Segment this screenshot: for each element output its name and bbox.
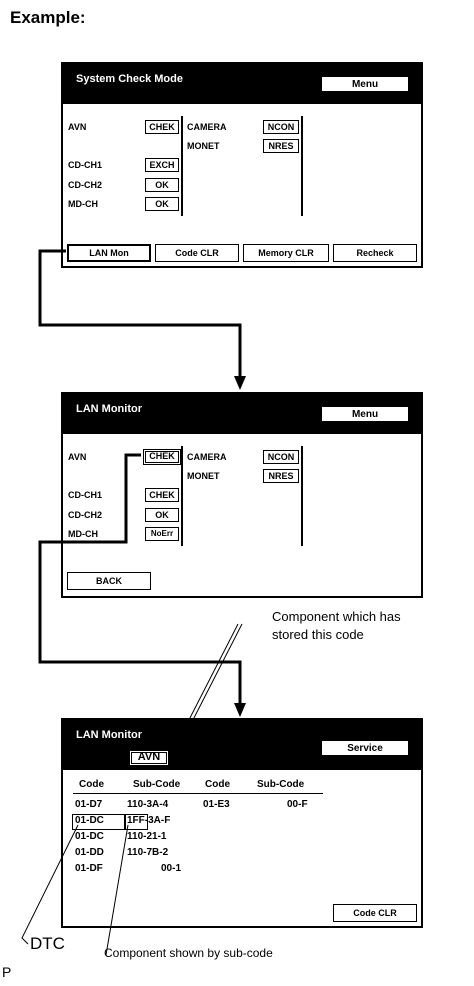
row-2-sub-code: 1FF-3A-F [127,815,171,826]
leader-component-stored [169,623,239,758]
header-underline [73,793,323,794]
example-heading: Example: [10,8,86,27]
menu-button[interactable]: Menu [321,76,409,92]
status-cd-ch2[interactable]: OK [145,508,179,522]
label-md-ch: MD-CH [68,199,98,209]
label-avn: AVN [68,452,87,462]
row-1-code-2: 01-E3 [203,799,230,810]
recheck-button[interactable]: Recheck [333,244,417,262]
header-code-2: Code [205,779,230,790]
header-sub-code-2: Sub-Code [257,779,305,790]
status-avn[interactable]: CHEK [145,120,179,134]
header-sub-code: Sub-Code [133,779,181,790]
column-divider [181,446,183,546]
code-clr-button[interactable]: Code CLR [155,244,239,262]
service-button[interactable]: Service [321,740,409,756]
status-monet[interactable]: NRES [263,139,299,153]
label-camera: CAMERA [187,452,227,462]
panel-header: LAN Monitor Menu [63,394,421,434]
label-avn: AVN [68,122,87,132]
status-camera[interactable]: NCON [263,120,299,134]
label-cd-ch1: CD-CH1 [68,490,103,500]
label-monet: MONET [187,141,220,151]
label-cd-ch2: CD-CH2 [68,180,103,190]
column-divider [181,116,183,216]
arrowhead-2 [234,703,246,717]
panel-title: LAN Monitor [76,729,142,741]
panel-title: LAN Monitor [76,403,142,415]
leader-component-stored-2 [173,623,243,758]
row-1-sub-code: 110-3A-4 [127,799,169,810]
status-cd-ch2[interactable]: OK [145,178,179,192]
status-camera[interactable]: NCON [263,450,299,464]
menu-button[interactable]: Menu [321,406,409,422]
row-2-code: 01-DC [75,815,104,826]
memory-clr-button[interactable]: Memory CLR [243,244,329,262]
annotation-component-subcode: Component shown by sub-code [104,946,273,960]
lan-mon-button[interactable]: LAN Mon [67,244,151,262]
row-3-code: 01-DC [75,831,104,842]
status-md-ch[interactable]: OK [145,197,179,211]
status-monet[interactable]: NRES [263,469,299,483]
panel-title: System Check Mode [76,73,183,85]
annotation-dtc: DTC [30,934,65,953]
leader-dtc [21,824,79,945]
row-3-sub-code: 110-21-1 [127,831,167,842]
back-button[interactable]: BACK [67,572,151,590]
status-avn[interactable]: CHEK [143,449,181,465]
corner-letter: P [2,964,12,980]
row-1-sub-code-2: 00-F [287,799,308,810]
row-4-code: 01-DD [75,847,104,858]
row-4-sub-code: 110-7B-2 [127,847,169,858]
component-highlight-box [124,814,148,830]
status-cd-ch1[interactable]: CHEK [145,488,179,502]
label-md-ch: MD-CH [68,529,98,539]
label-camera: CAMERA [187,122,227,132]
code-clr-button[interactable]: Code CLR [333,904,417,922]
system-check-panel: System Check Mode Menu AVN CHEK CD-CH1 E… [61,62,423,268]
leader-subcode [105,824,129,956]
annotation-component-stored-1: Component which has [272,609,401,624]
label-cd-ch1: CD-CH1 [68,160,103,170]
label-cd-ch2: CD-CH2 [68,510,103,520]
annotation-component-stored-2: stored this code [272,627,364,642]
header-code: Code [79,779,104,790]
label-monet: MONET [187,471,220,481]
lan-monitor-service-panel: LAN Monitor AVN Service Code Sub-Code Co… [61,718,423,928]
arrowhead-1 [234,376,246,390]
column-divider [301,446,303,546]
lan-monitor-panel: LAN Monitor Menu AVN CHEK CD-CH1 CHEK CD… [61,392,423,598]
panel-header: LAN Monitor AVN Service [63,720,421,770]
connector-line-1 [38,249,242,378]
row-1-code: 01-D7 [75,799,103,810]
status-cd-ch1[interactable]: EXCH [145,158,179,172]
connector-line-2 [38,453,242,705]
dtc-highlight-box [72,814,126,830]
row-5-code: 01-DF [75,863,103,874]
panel-header: System Check Mode Menu [63,64,421,104]
column-divider [301,116,303,216]
component-name-box: AVN [129,750,169,766]
status-md-ch[interactable]: NoErr [145,527,179,541]
row-5-sub-code: 00-1 [161,863,182,874]
